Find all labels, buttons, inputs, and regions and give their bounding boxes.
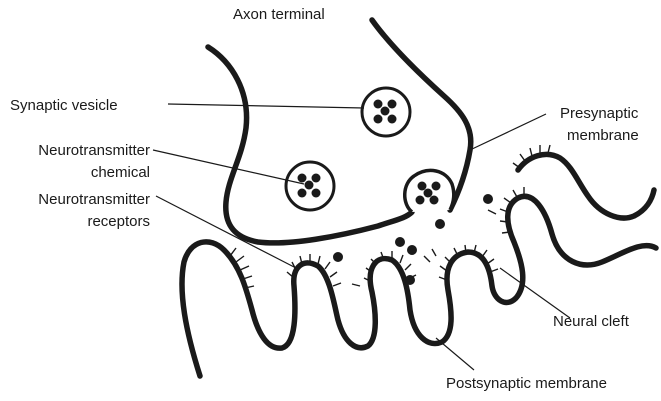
label-neurotransmitter-chemical-2: chemical	[91, 164, 150, 181]
leader-postsynaptic-membrane	[436, 338, 474, 370]
label-neurotransmitter-chemical-1: Neurotransmitter	[38, 142, 150, 159]
leader-presynaptic-membrane	[470, 114, 546, 150]
leader-neural-cleft	[500, 268, 570, 318]
leader-synaptic-vesicle	[168, 104, 364, 108]
label-presynaptic-membrane-1: Presynaptic	[560, 105, 639, 122]
neurotransmitter-receptors	[230, 145, 550, 288]
vesicle-with-chemical	[286, 162, 334, 210]
label-axon-terminal: Axon terminal	[233, 6, 325, 23]
label-neural-cleft: Neural cleft	[553, 313, 630, 330]
presynaptic-membrane-left	[208, 47, 412, 243]
label-postsynaptic-membrane: Postsynaptic membrane	[446, 375, 607, 392]
label-neurotransmitter-receptors-2: receptors	[87, 213, 150, 230]
synaptic-vesicle	[362, 88, 410, 136]
fusing-vesicle	[405, 170, 454, 212]
label-synaptic-vesicle: Synaptic vesicle	[10, 97, 118, 114]
label-presynaptic-membrane-2: membrane	[567, 127, 639, 144]
label-neurotransmitter-receptors-1: Neurotransmitter	[38, 191, 150, 208]
